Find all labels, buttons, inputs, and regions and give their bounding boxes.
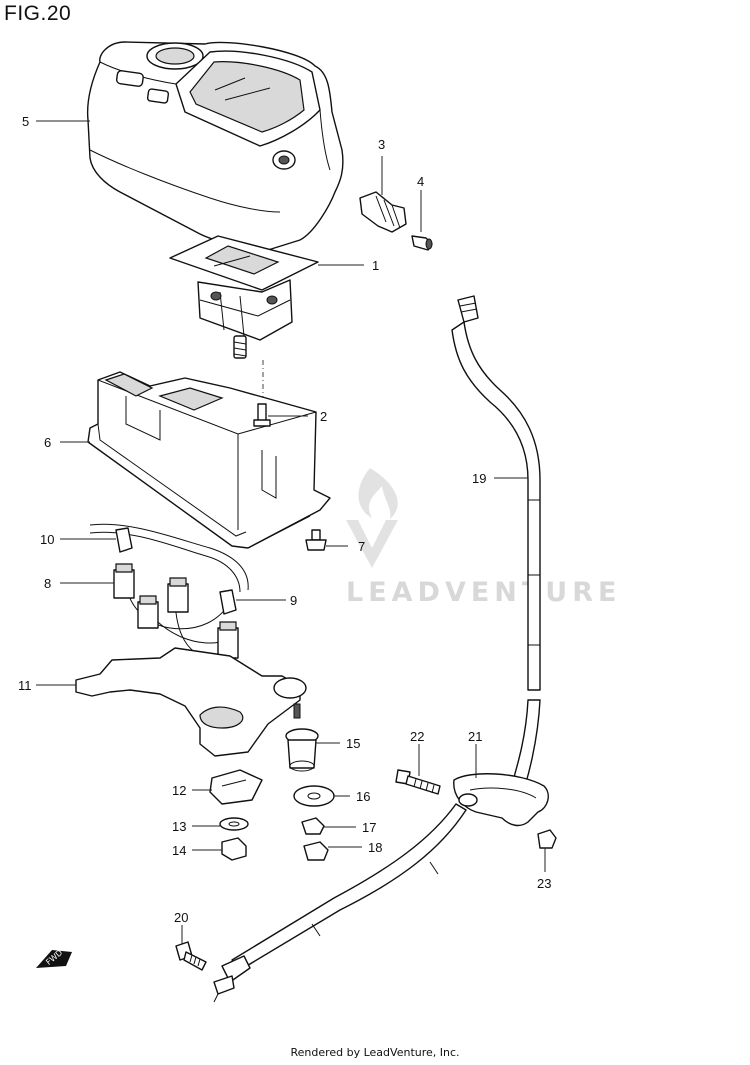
part-21-clamp [453,773,549,827]
callout-5: 5 [22,114,29,129]
callout-22: 22 [410,729,424,744]
callout-15: 15 [346,736,360,751]
part-20-bolt [175,941,207,971]
part-15-grommet [285,728,319,772]
part-16-washer [293,785,335,807]
callout-13: 13 [172,819,186,834]
callout-18: 18 [368,840,382,855]
callout-14: 14 [172,843,186,858]
callout-10: 10 [40,532,54,547]
callout-19: 19 [472,471,486,486]
part-22-bolt [395,769,441,795]
watermark-text: LEADVENTURE [346,577,621,608]
part-13-washer [219,817,249,831]
callout-17: 17 [362,820,376,835]
callout-6: 6 [44,435,51,450]
callout-9: 9 [290,593,297,608]
callout-21: 21 [468,729,482,744]
part-1-speedometer [169,235,319,359]
footer-credit: Rendered by LeadVenture, Inc. [290,1046,460,1059]
callout-8: 8 [44,576,51,591]
callout-7: 7 [358,539,365,554]
part-7-screw [305,529,327,551]
part-6-lower-case [87,371,331,549]
fwd-arrow-icon: FWD [36,948,72,968]
part-23-nut [537,829,557,849]
callout-16: 16 [356,789,370,804]
part-17-nut [301,817,325,835]
callout-12: 12 [172,783,186,798]
callout-20: 20 [174,910,188,925]
part-4-bulb [411,235,433,251]
leadventure-watermark: LEADVENTURE [346,468,621,608]
part-5-meter-cover [86,41,344,251]
part-11-bracket [75,647,307,757]
callout-23: 23 [537,876,551,891]
callout-4: 4 [417,174,424,189]
callout-11: 11 [18,678,32,693]
callout-2: 2 [320,409,327,424]
callout-leaders [36,120,546,944]
callout-3: 3 [378,137,385,152]
figure-title: FIG.20 [4,2,72,25]
part-12-clip [209,769,263,805]
callout-1: 1 [372,258,379,273]
callout-labels: 1 2 3 4 5 6 7 8 9 10 11 12 13 14 15 16 1… [18,114,551,925]
part-19-speedometer-cable [213,295,541,1003]
part-8-10-wiring-harness [89,523,249,666]
part-18-nut [303,841,329,861]
part-14-nut [221,837,247,861]
part-2-screw [253,403,271,427]
part-3-bulb-socket [359,191,407,233]
